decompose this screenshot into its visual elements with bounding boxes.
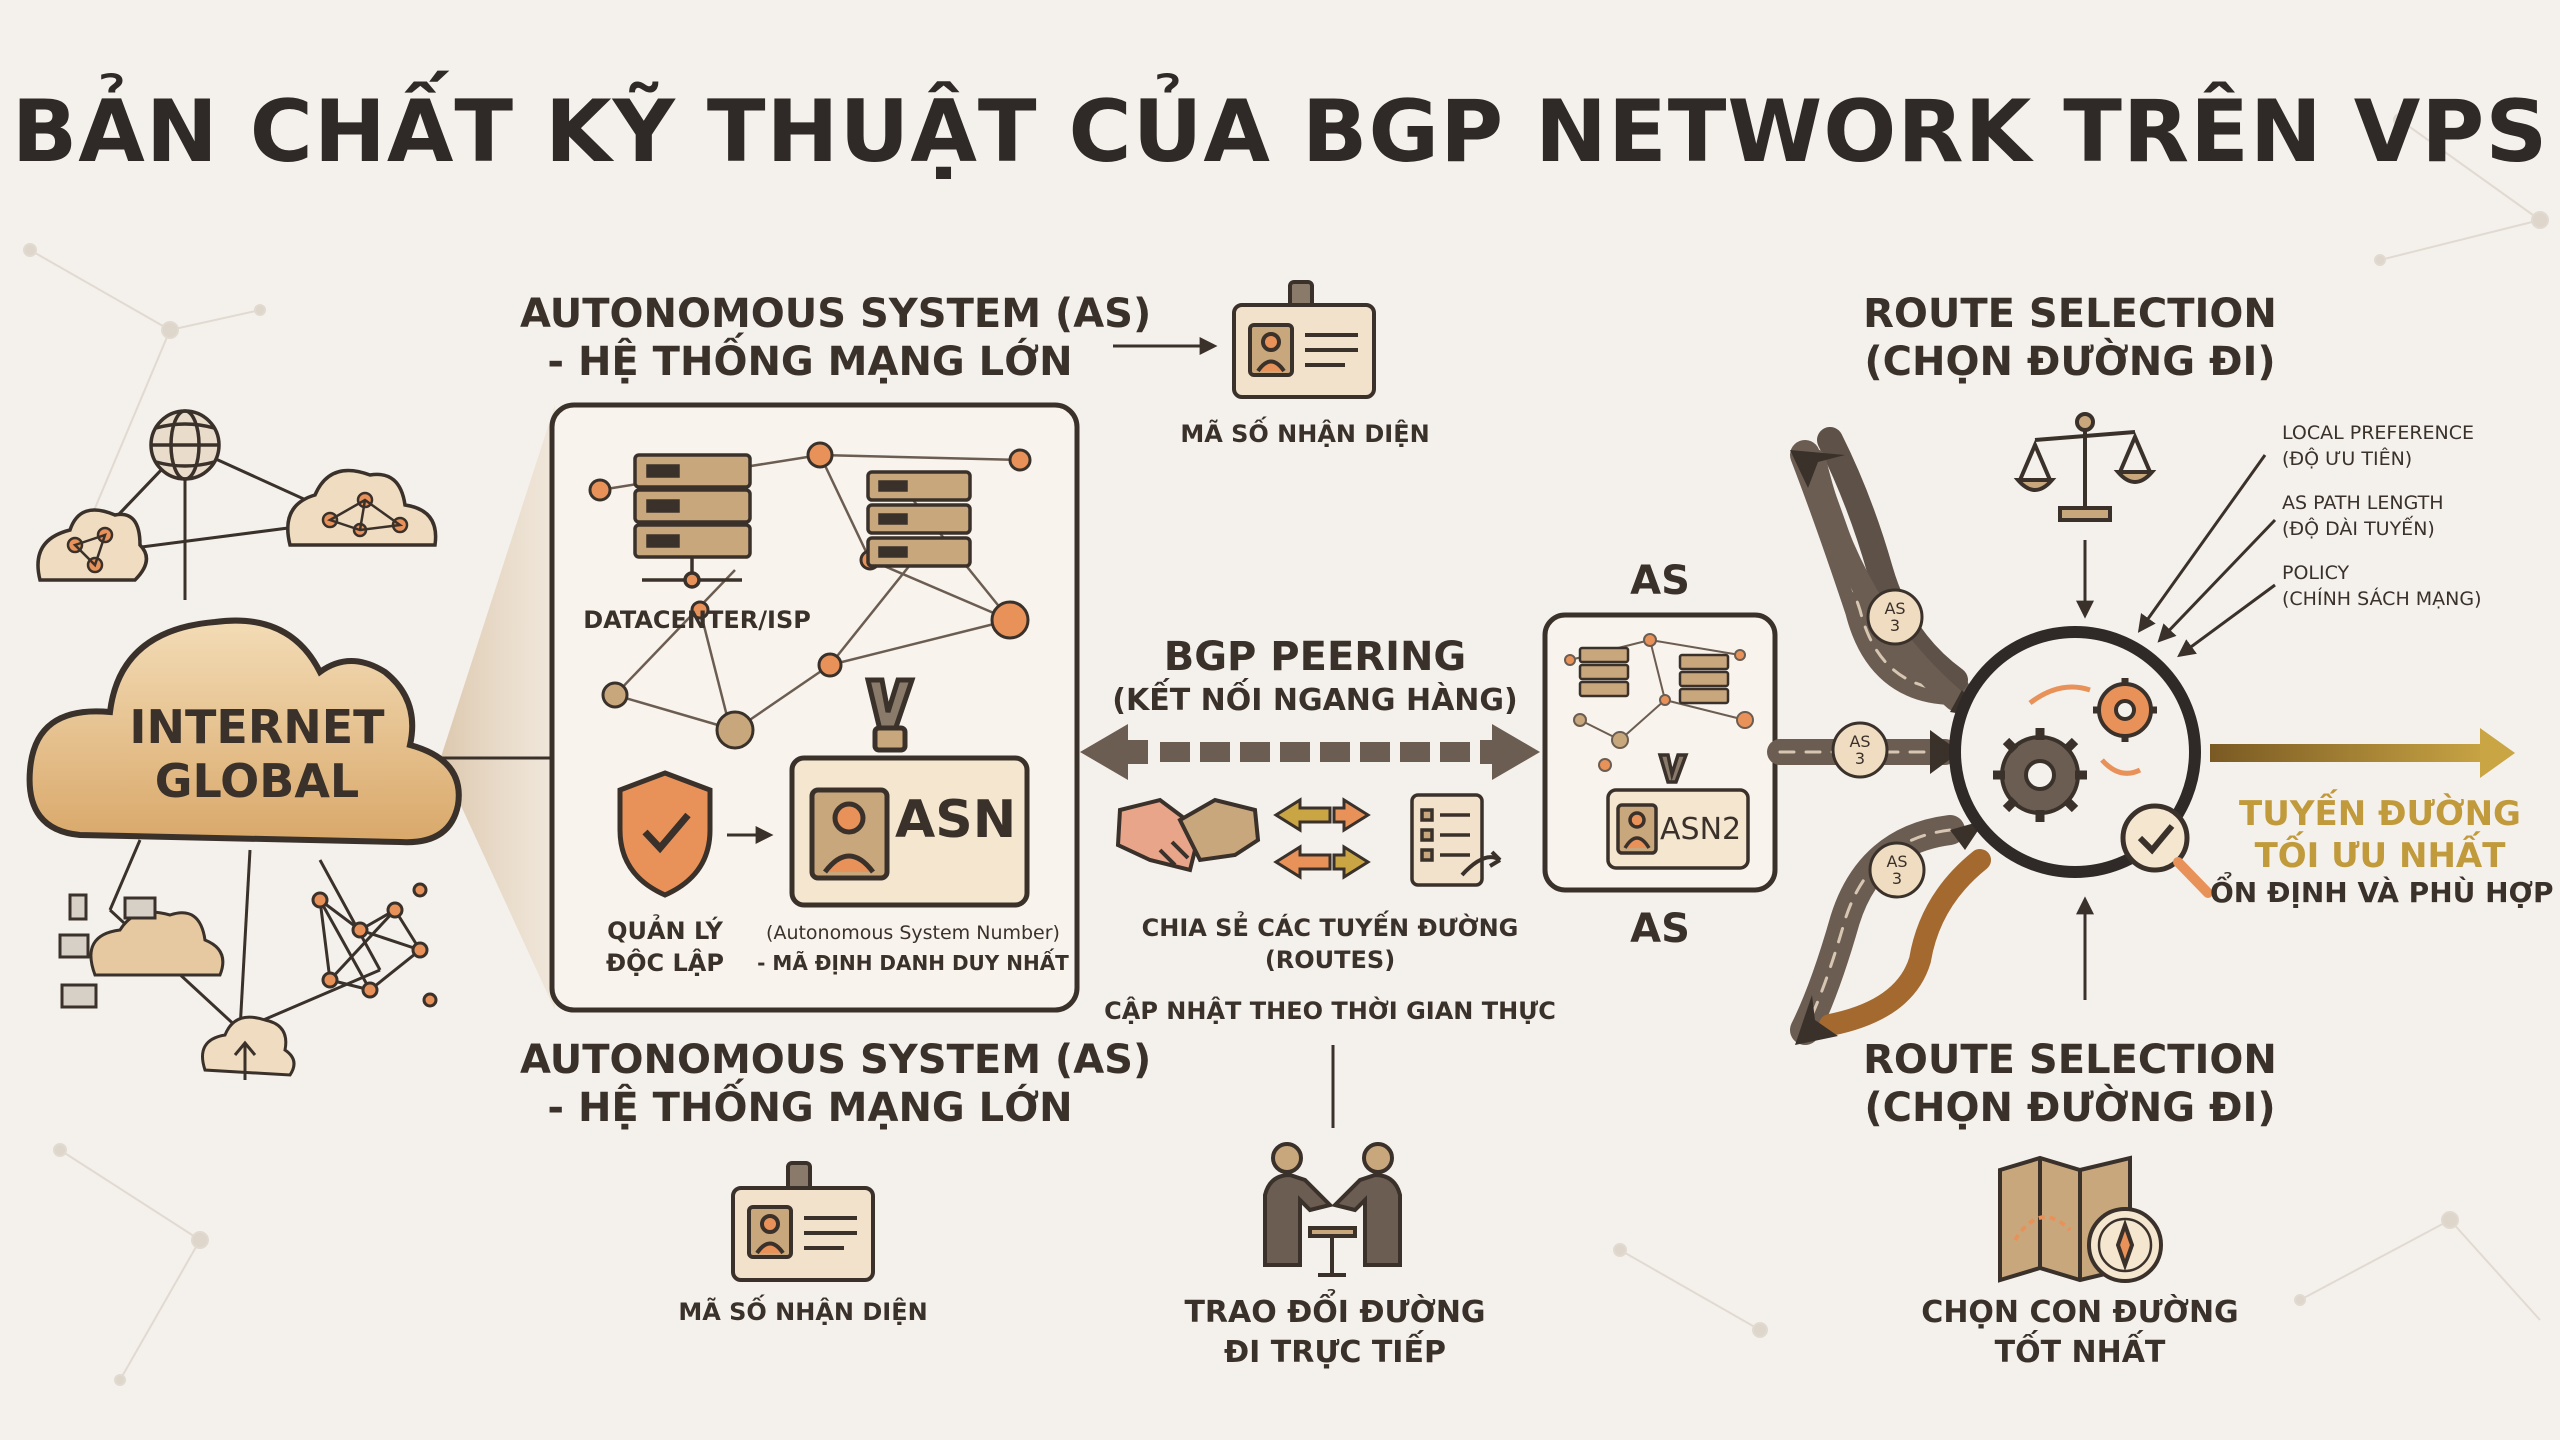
peering-subtitle: (KẾT NỐI NGANG HÀNG) — [1112, 683, 1518, 718]
asn2-badge-icon — [1606, 753, 1750, 870]
as2-network — [1564, 633, 1754, 772]
asn2-badge-label: ASN2 — [1660, 812, 1742, 847]
people-meeting-icon — [1263, 1142, 1402, 1277]
as3-tag-3-as: AS — [1886, 852, 1908, 871]
asn-description: (Autonomous System Number) - MÃ ĐỊNH DAN… — [748, 918, 1078, 978]
shield-label-line1: QUẢN LÝ — [607, 917, 723, 945]
zoom-funnel — [440, 405, 555, 1010]
route-selection-heading-bottom: ROUTE SELECTION (CHỌN ĐƯỜNG ĐI) — [1840, 1036, 2300, 1132]
as3-tag-3-num: 3 — [1891, 869, 1903, 888]
best-route-label: CHỌN CON ĐƯỜNG TỐT NHẤT — [1900, 1293, 2260, 1373]
as3-tag-2-num: 3 — [1854, 749, 1866, 768]
as3-tag-1-num: 3 — [1889, 616, 1901, 635]
direct-exchange-line1: TRAO ĐỔI ĐƯỜNG — [1184, 1295, 1486, 1330]
peering-double-arrow — [1080, 724, 1540, 780]
best-route-line1: CHỌN CON ĐƯỜNG — [1921, 1295, 2239, 1330]
shield-check-icon — [617, 770, 713, 898]
criteria-1-line1: LOCAL PREFERENCE — [2282, 422, 2475, 444]
as3-tag-1-as: AS — [1884, 599, 1906, 618]
background-network — [23, 113, 2549, 1386]
internet-label-line2: GLOBAL — [154, 754, 360, 808]
network-cloud-icon-left — [36, 508, 149, 582]
optimal-route-line1: TUYẾN ĐƯỜNG — [2239, 794, 2521, 834]
as-heading-top-line2: - HỆ THỐNG MẠNG LỚN — [547, 339, 1073, 385]
upload-cloud-icon — [201, 1015, 296, 1080]
direct-exchange-line2: ĐI TRỰC TIẾP — [1224, 1335, 1446, 1370]
id-caption-bottom: MÃ SỐ NHẬN DIỆN — [678, 1298, 928, 1326]
as3-tag-2-as: AS — [1849, 732, 1871, 751]
criteria-2-line1: AS PATH LENGTH — [2282, 492, 2444, 514]
map-compass-icon — [1998, 1155, 2163, 1283]
as2-label-bottom: AS — [1630, 906, 1690, 952]
as2-label-top: AS — [1630, 558, 1690, 604]
direct-exchange-label: TRAO ĐỔI ĐƯỜNG ĐI TRỰC TIẾP — [1165, 1293, 1505, 1373]
shield-label-line2: ĐỘC LẬP — [606, 949, 724, 977]
balance-scale-icon — [2013, 412, 2157, 522]
share-routes-label: CHIA SẺ CÁC TUYẾN ĐƯỜNG (ROUTES) — [1110, 912, 1550, 976]
as-box-nodes — [588, 441, 1032, 750]
route-heading-top-line1: ROUTE SELECTION — [1863, 291, 2277, 337]
criteria-arrows — [2137, 454, 2277, 658]
route-roads — [1767, 427, 1991, 1045]
criteria-as-path-length: AS PATH LENGTH (ĐỘ DÀI TUYẾN) — [2282, 490, 2542, 542]
gears-icon — [1993, 678, 2157, 822]
devices-cloud-icon — [58, 893, 225, 1009]
server-rack-icon-2 — [866, 470, 972, 568]
optimal-route-label: TUYẾN ĐƯỜNG TỐI ƯU NHẤT — [2215, 793, 2545, 877]
routes-list-icon — [1410, 793, 1502, 887]
criteria-2-line2: (ĐỘ DÀI TUYẾN) — [2282, 518, 2435, 540]
optimal-route-desc: ỔN ĐỊNH VÀ PHÙ HỢP — [2210, 876, 2554, 909]
server-rack-icon — [633, 453, 752, 589]
internet-label-line1: INTERNET — [129, 700, 385, 754]
as2-server-icons — [1578, 646, 1730, 705]
criteria-1-line2: (ĐỘ ƯU TIÊN) — [2282, 448, 2413, 470]
magnifier-check-icon — [2120, 803, 2213, 898]
handshake-icon — [1115, 797, 1261, 873]
as-heading-bottom-line1: AUTONOMOUS SYSTEM (AS) — [520, 1037, 1152, 1083]
share-routes-line2: (ROUTES) — [1264, 946, 1396, 974]
id-caption-top: MÃ SỐ NHẬN DIỆN — [1180, 420, 1430, 448]
realtime-update-label: CẬP NHẬT THEO THỜI GIAN THỰC — [1104, 997, 1556, 1025]
datacenter-label: DATACENTER/ISP — [583, 606, 811, 634]
criteria-3-line1: POLICY — [2282, 562, 2350, 584]
optimal-route-arrow — [2210, 728, 2515, 778]
asn-desc-line1: (Autonomous System Number) — [766, 922, 1060, 944]
asn-badge-label: ASN — [895, 790, 1017, 850]
mesh-network-icon — [311, 882, 438, 1008]
asn-badge-icon — [789, 677, 1030, 908]
route-heading-bottom-line1: ROUTE SELECTION — [1863, 1037, 2277, 1083]
internet-cloud-label: INTERNET GLOBAL — [92, 700, 422, 808]
optimal-route-line2: TỐI ƯU NHẤT — [2254, 836, 2506, 876]
as-heading-top-line1: AUTONOMOUS SYSTEM (AS) — [520, 291, 1152, 337]
asn-desc-line2: - MÃ ĐỊNH DANH DUY NHẤT — [757, 951, 1069, 975]
as-heading-bottom: AUTONOMOUS SYSTEM (AS) - HỆ THỐNG MẠNG L… — [520, 1036, 1152, 1132]
route-heading-top-line2: (CHỌN ĐƯỜNG ĐI) — [1864, 339, 2276, 385]
exchange-arrows-icon — [1273, 797, 1371, 880]
criteria-local-preference: LOCAL PREFERENCE (ĐỘ ƯU TIÊN) — [2282, 420, 2542, 472]
criteria-policy: POLICY (CHÍNH SÁCH MẠNG) — [2282, 560, 2542, 612]
id-card-icon-top — [1232, 280, 1376, 399]
id-card-icon-bottom — [731, 1161, 875, 1282]
best-route-line2: TỐT NHẤT — [1994, 1335, 2166, 1370]
route-heading-bottom-line2: (CHỌN ĐƯỜNG ĐI) — [1864, 1085, 2276, 1131]
share-routes-line1: CHIA SẺ CÁC TUYẾN ĐƯỜNG — [1141, 914, 1519, 942]
route-selection-heading-top: ROUTE SELECTION (CHỌN ĐƯỜNG ĐI) — [1840, 290, 2300, 386]
as3-tag-icons — [1831, 588, 1926, 899]
peering-title: BGP PEERING — [1163, 634, 1467, 680]
criteria-3-line2: (CHÍNH SÁCH MẠNG) — [2282, 588, 2482, 610]
internet-cloud-shape — [26, 617, 462, 846]
page-title: BẢN CHẤT KỸ THUẬT CỦA BGP NETWORK TRÊN V… — [11, 82, 2549, 182]
network-cloud-icon-right — [286, 468, 438, 547]
shield-label: QUẢN LÝ ĐỘC LẬP — [585, 915, 745, 979]
as-heading-top: AUTONOMOUS SYSTEM (AS) - HỆ THỐNG MẠNG L… — [520, 290, 1152, 386]
globe-icon — [149, 409, 221, 481]
as-heading-bottom-line2: - HỆ THỐNG MẠNG LỚN — [547, 1085, 1073, 1131]
